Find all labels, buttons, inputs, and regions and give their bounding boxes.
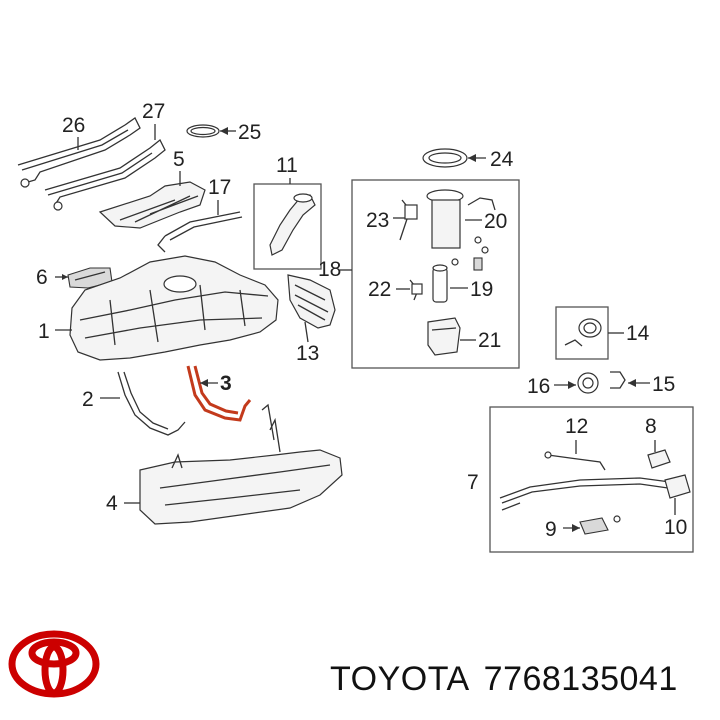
part-16-filler-neck <box>577 372 599 394</box>
part-4-tank-protector <box>139 403 343 525</box>
callout-10: 10 <box>664 516 687 539</box>
callout-15: 15 <box>652 373 675 396</box>
callout-6: 6 <box>36 266 48 289</box>
callout-27: 27 <box>142 100 165 123</box>
part-27-fuel-tube <box>44 138 166 211</box>
callout-26: 26 <box>62 114 85 137</box>
callout-8: 8 <box>645 415 657 438</box>
callout-14: 14 <box>626 322 650 345</box>
part-21-filter <box>427 317 461 356</box>
callout-13: 13 <box>296 342 319 365</box>
brand-part-number: TOYOTA 7768135041 <box>330 660 692 699</box>
part-14-fuel-cap <box>564 318 602 347</box>
part-26-fuel-tube <box>17 117 141 188</box>
callout-12: 12 <box>565 415 588 438</box>
part-17-fuel-tube <box>157 211 243 253</box>
part-5-protector <box>98 181 206 229</box>
part-15-clip <box>610 371 626 389</box>
callout-16: 16 <box>527 375 550 398</box>
part-23-sender-gauge <box>399 199 418 241</box>
callout-11: 11 <box>276 154 298 177</box>
callout-19: 19 <box>470 278 493 301</box>
part-9-bracket <box>579 515 621 535</box>
part-11-filler-pipe <box>269 193 316 256</box>
part-10-clamp <box>664 474 691 499</box>
part-8-hose <box>647 449 671 469</box>
part-19-fuel-pump <box>432 257 483 303</box>
callout-25: 25 <box>238 121 261 144</box>
callout-7: 7 <box>467 471 479 494</box>
callout-23: 23 <box>366 209 389 232</box>
part-inlet-pipe <box>499 477 671 511</box>
part-number: 7768135041 <box>483 660 678 698</box>
part-25-gasket <box>186 124 220 138</box>
callout-22: 22 <box>368 278 391 301</box>
part-12-vent-tube <box>544 451 606 471</box>
callout-2: 2 <box>82 388 94 411</box>
box-18-pump-assembly <box>351 179 520 369</box>
callout-3: 3 <box>220 372 232 395</box>
part-2-fuel-tank-band <box>117 371 186 436</box>
callout-18: 18 <box>318 258 341 281</box>
callout-24: 24 <box>490 148 514 171</box>
part-3-fuel-tank-band <box>186 365 252 422</box>
callout-17: 17 <box>208 176 231 199</box>
box-7-inlet-pipe <box>489 406 694 553</box>
callout-1: 1 <box>38 320 50 343</box>
part-20-pump-bracket <box>426 189 496 254</box>
callout-20: 20 <box>484 210 507 233</box>
callout-9: 9 <box>545 518 557 541</box>
box-11 <box>253 183 322 270</box>
toyota-logo <box>8 630 100 698</box>
callout-4: 4 <box>106 492 118 515</box>
callout-5: 5 <box>173 148 185 171</box>
callout-21: 21 <box>478 329 501 352</box>
part-22-wire <box>409 279 423 301</box>
part-24-retainer-ring <box>422 148 468 168</box>
part-13-insulator <box>287 274 336 329</box>
part-1-fuel-tank <box>69 255 279 361</box>
brand-name: TOYOTA <box>330 660 470 698</box>
